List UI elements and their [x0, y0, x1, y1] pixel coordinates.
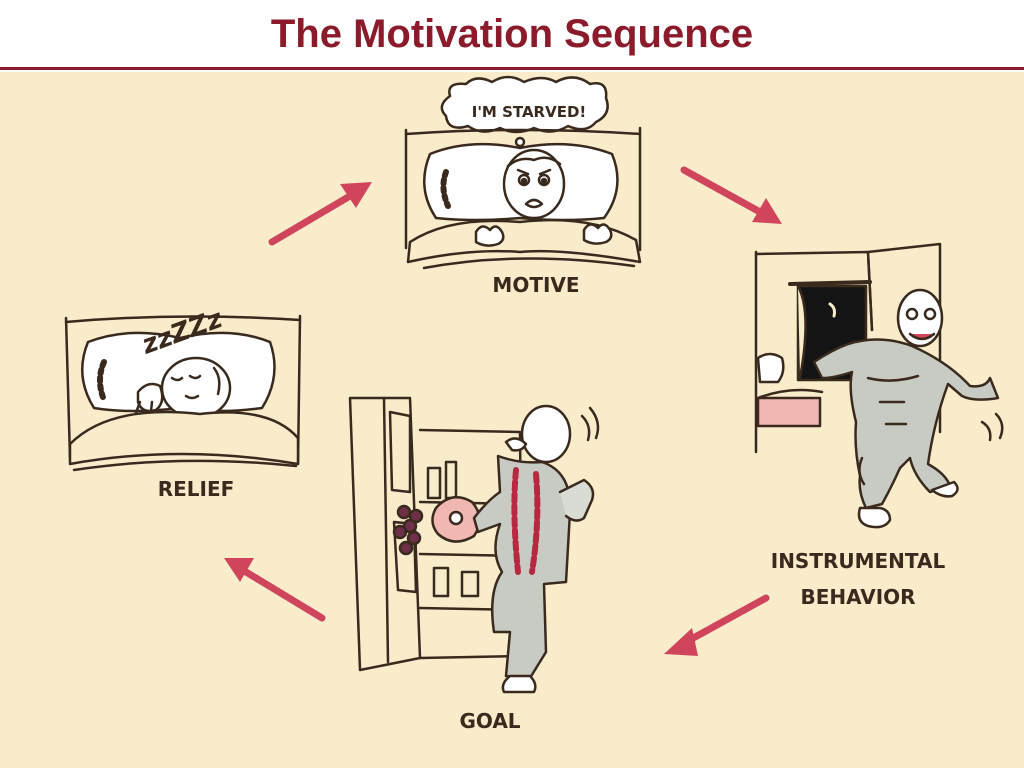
arrow-behavior-to-goal	[664, 594, 770, 656]
goal-label: GOAL	[459, 709, 520, 733]
illustration-panel: I'M STARVED! MOTIVE INSTRUMENTAL BEHAVIO…	[0, 72, 1024, 768]
grapes	[392, 504, 424, 556]
speech-bubble-text: I'M STARVED!	[472, 103, 587, 121]
slide-title: The Motivation Sequence	[270, 12, 754, 56]
relief-label: RELIEF	[158, 477, 235, 501]
arrow-goal-to-relief	[224, 558, 326, 622]
instrumental-behavior-stage	[754, 242, 1004, 529]
goal-stage	[348, 396, 600, 694]
instrumental-label-line1: INSTRUMENTAL	[771, 549, 946, 573]
speech-bubble	[440, 75, 609, 134]
title-rule	[0, 67, 1024, 70]
arrow-motive-to-behavior	[680, 166, 782, 224]
relief-stage	[64, 314, 302, 472]
motivation-cycle-diagram: I'M STARVED! MOTIVE INSTRUMENTAL BEHAVIO…	[0, 72, 1024, 768]
arrow-relief-to-motive	[268, 182, 372, 246]
cycle-arrows	[224, 166, 782, 656]
motive-label: MOTIVE	[492, 273, 579, 297]
instrumental-label-line2: BEHAVIOR	[800, 585, 915, 609]
motive-stage	[404, 75, 642, 270]
